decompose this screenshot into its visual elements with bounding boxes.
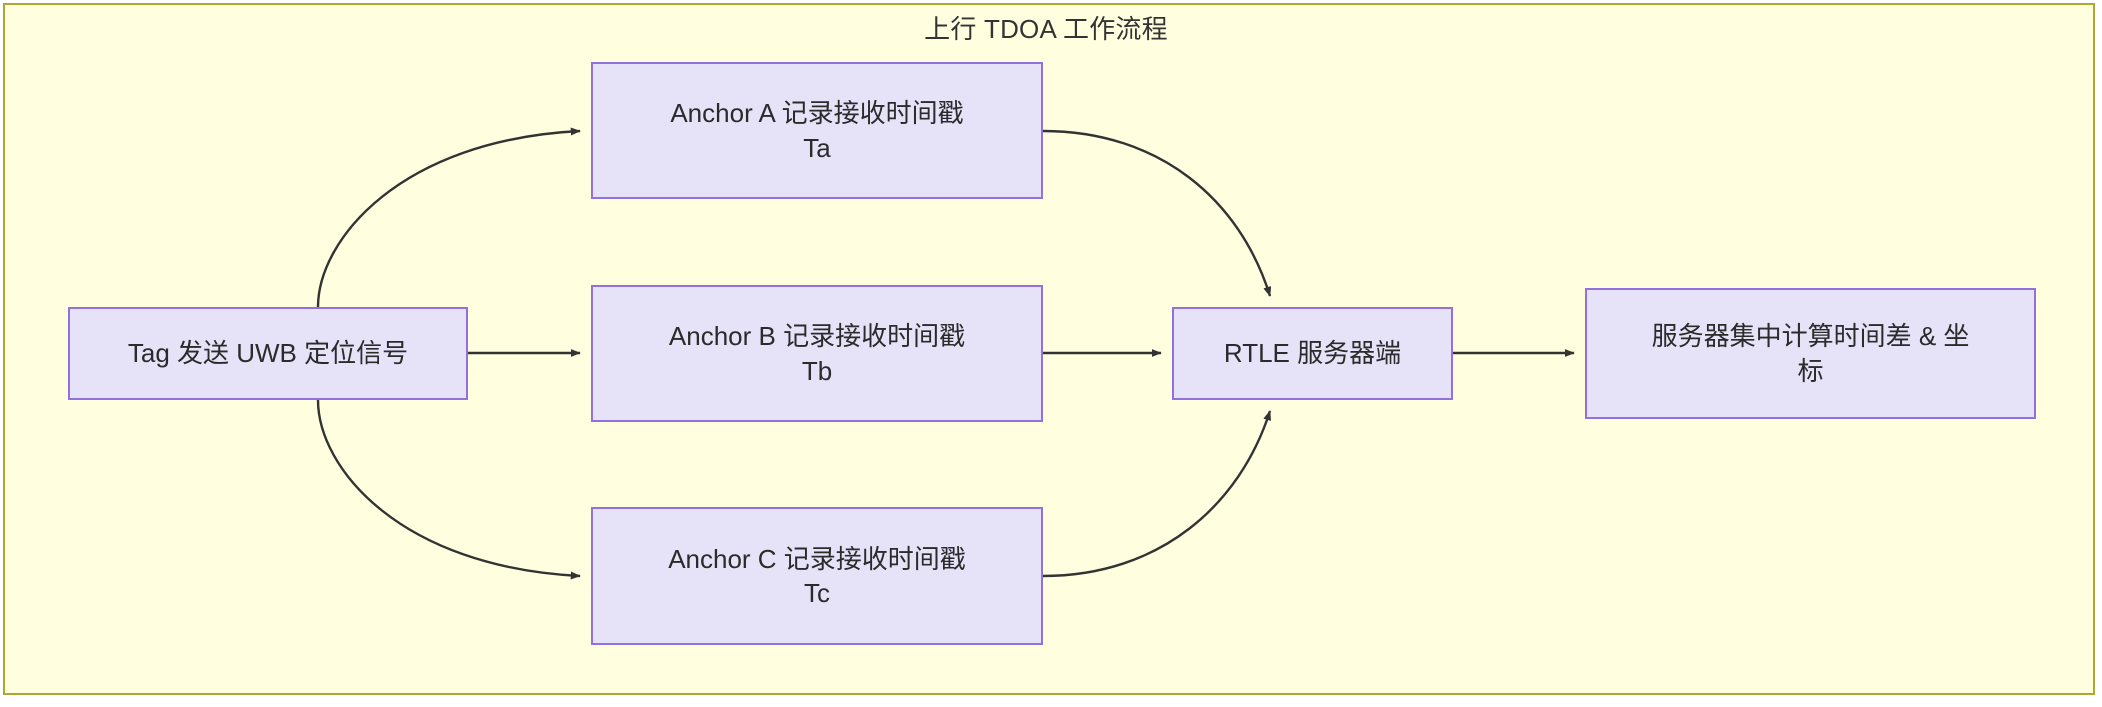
node-anchor-c[interactable]: Anchor C 记录接收时间戳 Tc bbox=[591, 507, 1043, 645]
node-anchor-b-line1: Anchor B 记录接收时间戳 bbox=[668, 321, 966, 352]
node-tag[interactable]: Tag 发送 UWB 定位信号 bbox=[68, 307, 468, 400]
node-anchor-a-line2: Ta bbox=[803, 132, 831, 163]
node-anchor-a[interactable]: Anchor A 记录接收时间戳 Ta bbox=[591, 62, 1043, 199]
edge-tag-to-anchor-a bbox=[316, 127, 581, 308]
node-anchor-b[interactable]: Anchor B 记录接收时间戳 Tb bbox=[591, 285, 1043, 422]
edge-tag-to-anchor-c bbox=[316, 399, 581, 580]
node-anchor-c-line1: Anchor C 记录接收时间戳 bbox=[668, 543, 966, 574]
edge-anchor-c-to-server bbox=[1042, 410, 1272, 578]
node-rtle-server-line1: RTLE 服务器端 bbox=[1223, 338, 1402, 369]
node-tag-line1: Tag 发送 UWB 定位信号 bbox=[127, 338, 409, 369]
node-rtle-server[interactable]: RTLE 服务器端 bbox=[1172, 307, 1453, 400]
node-rtle-server-label: RTLE 服务器端 bbox=[1188, 336, 1437, 370]
node-compute-result-label: 服务器集中计算时间差 & 坐 标 bbox=[1601, 319, 2020, 388]
node-anchor-b-label: Anchor B 记录接收时间戳 Tb bbox=[607, 319, 1027, 388]
node-compute-result-line2: 标 bbox=[1797, 355, 1824, 386]
node-anchor-b-line2: Tb bbox=[801, 355, 833, 386]
node-anchor-a-label: Anchor A 记录接收时间戳 Ta bbox=[607, 96, 1027, 165]
node-compute-result[interactable]: 服务器集中计算时间差 & 坐 标 bbox=[1585, 288, 2036, 419]
node-anchor-a-line1: Anchor A 记录接收时间戳 bbox=[670, 98, 964, 129]
edge-anchor-a-to-server bbox=[1042, 129, 1272, 297]
node-tag-label: Tag 发送 UWB 定位信号 bbox=[84, 336, 452, 370]
diagram-title: 上行 TDOA 工作流程 bbox=[924, 14, 1168, 44]
node-anchor-c-label: Anchor C 记录接收时间戳 Tc bbox=[607, 542, 1027, 611]
node-anchor-c-line2: Tc bbox=[804, 578, 830, 608]
node-compute-result-line1: 服务器集中计算时间差 & 坐 bbox=[1651, 321, 1970, 352]
